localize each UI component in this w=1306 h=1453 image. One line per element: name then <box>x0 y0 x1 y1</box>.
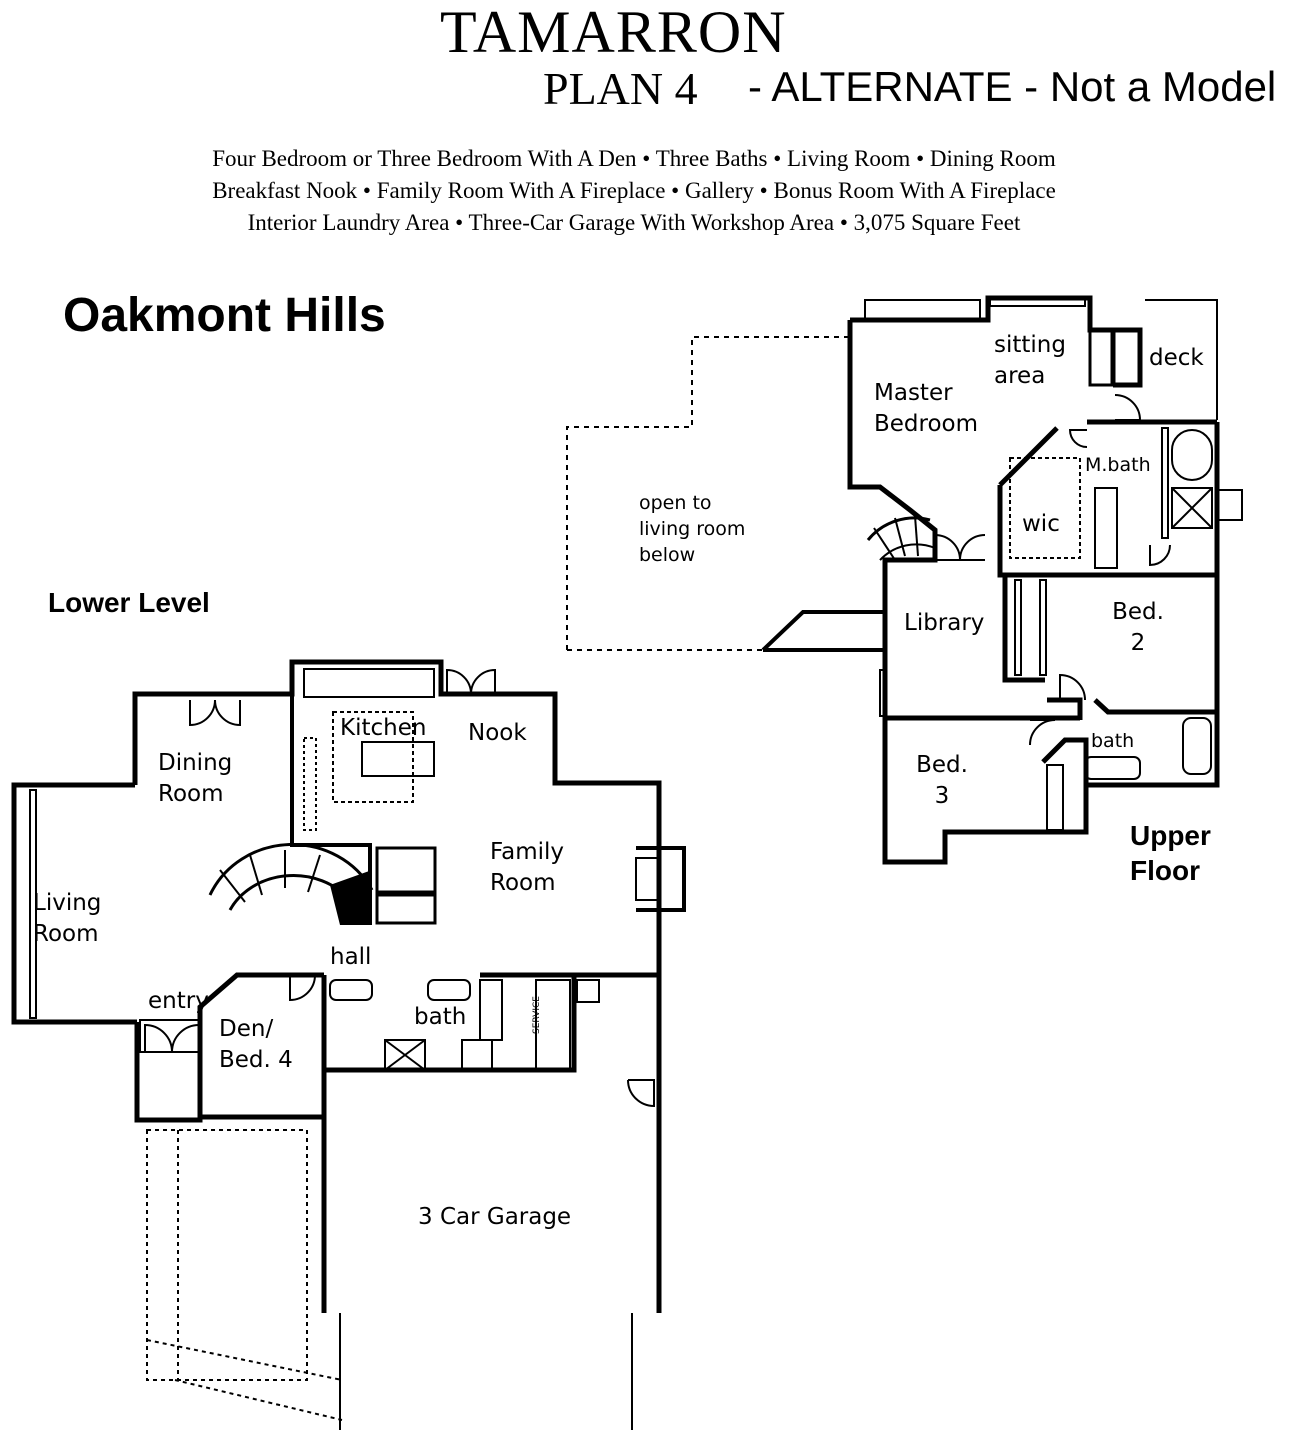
room-entry: entry <box>148 988 209 1014</box>
open-below-line-1: open to <box>639 492 712 514</box>
upper-floor-label-line-2: Floor <box>1130 855 1200 886</box>
room-master-bedroom: Master Bedroom <box>874 378 978 440</box>
room-bed3-line-1: Bed. <box>916 752 968 778</box>
room-sitting-line-1: sitting <box>994 332 1066 358</box>
features-line-3: Interior Laundry Area • Three-Car Garage… <box>247 210 1021 235</box>
room-den: Den/ Bed. 4 <box>219 1014 293 1076</box>
community-name: Oakmont Hills <box>63 289 386 342</box>
room-family-line-1: Family <box>490 839 565 865</box>
room-bath-upper: bath <box>1091 730 1135 752</box>
room-sitting-line-2: area <box>994 363 1046 389</box>
open-below-line-3: below <box>639 544 696 566</box>
room-dining: Dining Room <box>158 748 232 810</box>
room-library: Library <box>904 610 985 636</box>
room-living-line-2: Room <box>33 921 99 947</box>
room-sitting-area: sitting area <box>994 330 1066 392</box>
room-wic: wic <box>1022 511 1060 537</box>
plan-title: TAMARRON <box>440 0 787 65</box>
room-living-line-1: Living <box>33 890 102 916</box>
features-line-2: Breakfast Nook • Family Room With A Fire… <box>212 178 1056 203</box>
room-den-line-1: Den/ <box>219 1016 274 1042</box>
room-nook: Nook <box>468 720 527 746</box>
upper-floor-label: Upper Floor <box>1130 818 1211 888</box>
room-bed-3: Bed. 3 <box>914 750 970 812</box>
lower-level-label: Lower Level <box>48 587 210 618</box>
room-bed-2: Bed. 2 <box>1110 597 1166 659</box>
room-master-line-2: Bedroom <box>874 411 979 437</box>
plan-number: PLAN 4 <box>543 63 698 114</box>
plan-alternate-note: - ALTERNATE - Not a Model <box>748 63 1277 110</box>
room-family-line-2: Room <box>490 870 556 896</box>
lower-level-walls <box>11 659 686 1313</box>
room-master-bath: M.bath <box>1085 454 1151 476</box>
upper-floor-label-line-1: Upper <box>1130 820 1211 851</box>
room-hall: hall <box>330 944 372 970</box>
room-deck: deck <box>1149 345 1204 371</box>
room-dining-line-1: Dining <box>158 750 233 776</box>
room-den-line-2: Bed. 4 <box>219 1047 293 1073</box>
room-bed2-line-2: 2 <box>1130 630 1146 656</box>
open-to-living-below: open to living room below <box>639 490 745 568</box>
room-bed3-line-2: 3 <box>934 783 950 809</box>
room-family: Family Room <box>490 837 564 899</box>
room-garage: 3 Car Garage <box>418 1204 572 1230</box>
service-label: SERVICE <box>531 996 542 1034</box>
room-dining-line-2: Room <box>158 781 224 807</box>
room-bath-lower: bath <box>414 1004 467 1030</box>
upper-floor-walls <box>761 295 1220 865</box>
room-bed2-line-1: Bed. <box>1112 599 1164 625</box>
room-living: Living Room <box>33 888 101 950</box>
features-line-1: Four Bedroom or Three Bedroom With A Den… <box>212 146 1056 171</box>
room-kitchen: Kitchen <box>340 715 427 741</box>
open-below-line-2: living room <box>639 518 746 540</box>
room-master-line-1: Master <box>874 380 953 406</box>
